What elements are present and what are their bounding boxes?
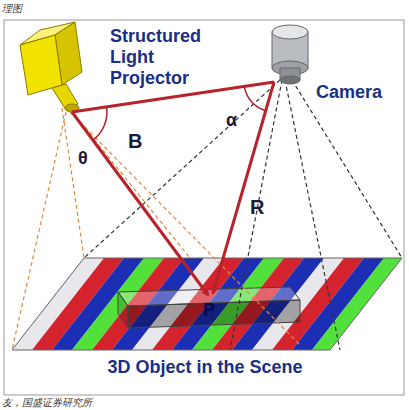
light-stripe (392, 258, 409, 350)
angle-arcs (93, 87, 266, 140)
camera-field (84, 80, 402, 350)
light-stripe (312, 258, 404, 350)
light-stripe (332, 258, 409, 350)
camera-label: Camera (316, 82, 404, 103)
projector-label: Structured Light Projector (110, 26, 222, 89)
triangulation-rays (72, 82, 274, 295)
source-note: 友，国盛证券研究所 (2, 397, 202, 409)
projector-icon (20, 22, 82, 112)
scene-label: 3D Object in the Scene (40, 357, 370, 378)
angle-label: θ (78, 148, 94, 169)
frame (4, 20, 404, 395)
angle-label: α (226, 110, 242, 131)
figure-caption: 理图 (2, 3, 122, 15)
light-stripe (352, 258, 409, 350)
stripe-floor (0, 258, 409, 350)
floor-outline (12, 258, 402, 350)
range-label: R (250, 196, 270, 219)
object-side (118, 292, 128, 328)
object-front (128, 300, 300, 328)
camera-icon (272, 25, 308, 84)
light-stripe (372, 258, 409, 350)
baseline-label: B (128, 130, 148, 153)
point-label: P (203, 300, 219, 321)
